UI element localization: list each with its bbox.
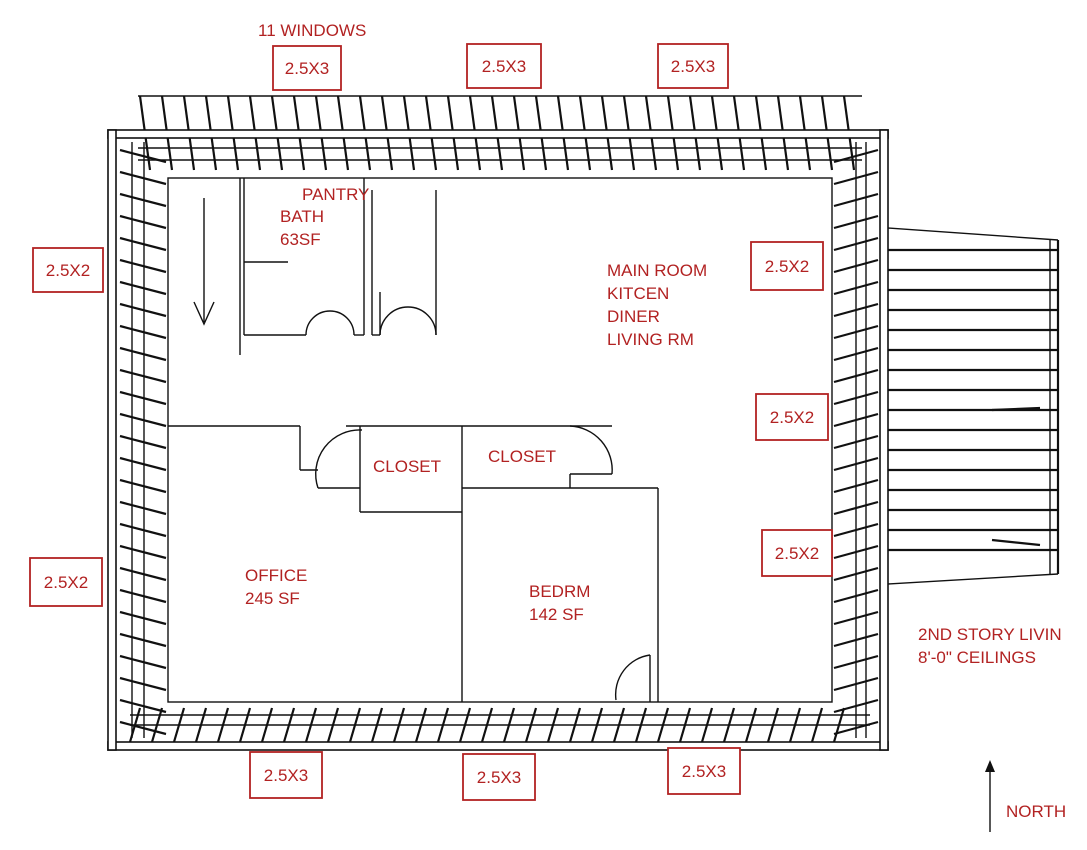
svg-text:2.5X3: 2.5X3 xyxy=(671,57,715,76)
svg-text:2.5X2: 2.5X2 xyxy=(775,544,819,563)
window-top-1: 2.5X3 xyxy=(272,45,342,91)
room-office-label: OFFICE xyxy=(245,566,307,585)
room-closet-right-label: CLOSET xyxy=(488,447,556,466)
north-arrow-icon xyxy=(985,760,995,832)
rafter-left xyxy=(119,588,167,604)
story-note-line-2: 8'-0" CEILINGS xyxy=(918,648,1036,667)
exterior-walls xyxy=(107,129,889,751)
room-closet-left-label: CLOSET xyxy=(373,457,441,476)
rafter-left xyxy=(119,478,167,494)
rafter-left xyxy=(119,720,167,736)
rafter-left xyxy=(119,390,167,406)
rafter-left xyxy=(119,148,167,164)
rafter-left xyxy=(119,566,167,582)
rafter-left xyxy=(119,258,167,274)
svg-text:2.5X2: 2.5X2 xyxy=(765,257,809,276)
rafter-left xyxy=(119,368,167,384)
room-bath-area: 63SF xyxy=(280,230,321,249)
window-bottom-3: 2.5X3 xyxy=(667,747,741,795)
window-left-1: 2.5X2 xyxy=(32,247,104,293)
window-top-3: 2.5X3 xyxy=(657,43,729,89)
rafter-left xyxy=(119,412,167,428)
room-main-label: MAIN ROOM xyxy=(607,261,707,280)
rafter-left xyxy=(119,324,167,340)
story-note-line-1: 2ND STORY LIVIN xyxy=(918,625,1062,644)
rafter-left xyxy=(119,214,167,230)
window-bottom-1: 2.5X3 xyxy=(249,751,323,799)
svg-text:2.5X3: 2.5X3 xyxy=(482,57,526,76)
svg-text:2.5X2: 2.5X2 xyxy=(770,408,814,427)
rafter-left xyxy=(119,654,167,670)
rafter-left xyxy=(119,236,167,252)
svg-text:2.5X3: 2.5X3 xyxy=(682,762,726,781)
svg-text:2.5X3: 2.5X3 xyxy=(477,768,521,787)
rafter-left xyxy=(119,522,167,538)
room-bath-label: BATH xyxy=(280,207,324,226)
room-pantry-label: PANTRY xyxy=(302,185,369,204)
room-bedroom-area: 142 SF xyxy=(529,605,584,624)
rafter-left xyxy=(119,192,167,208)
window-right-2: 2.5X2 xyxy=(755,393,829,441)
room-office-area: 245 SF xyxy=(245,589,300,608)
rafter-left xyxy=(119,632,167,648)
rafter-left xyxy=(119,500,167,516)
rafter-left xyxy=(119,676,167,692)
rafter-left xyxy=(119,698,167,714)
porch-brace xyxy=(991,538,1041,547)
svg-text:2.5X2: 2.5X2 xyxy=(44,573,88,592)
room-bedroom-label: BEDRM xyxy=(529,582,590,601)
stair-arrow-icon xyxy=(193,198,215,326)
rafter-left xyxy=(119,346,167,362)
interior-walls xyxy=(168,178,659,702)
rafter-left xyxy=(119,544,167,560)
rafter-left xyxy=(119,280,167,296)
rafter-left xyxy=(119,434,167,450)
window-right-1: 2.5X2 xyxy=(750,241,824,291)
roof-framing xyxy=(119,95,1058,743)
porch-extension xyxy=(887,227,1060,585)
window-right-3: 2.5X2 xyxy=(761,529,833,577)
window-bottom-2: 2.5X3 xyxy=(462,753,536,801)
svg-text:2.5X2: 2.5X2 xyxy=(46,261,90,280)
windows-title: 11 WINDOWS xyxy=(258,21,366,40)
room-main-kitchen: KITCEN xyxy=(607,284,669,303)
window-top-2: 2.5X3 xyxy=(466,43,542,89)
rafter-left xyxy=(119,170,167,186)
porch-brace xyxy=(991,406,1041,412)
room-main-living: LIVING RM xyxy=(607,330,694,349)
svg-text:2.5X3: 2.5X3 xyxy=(264,766,308,785)
rafter-left xyxy=(119,302,167,318)
window-left-2: 2.5X2 xyxy=(29,557,103,607)
rafter-left xyxy=(119,610,167,626)
svg-text:2.5X3: 2.5X3 xyxy=(285,59,329,78)
room-main-diner: DINER xyxy=(607,307,660,326)
north-label: NORTH xyxy=(1006,802,1066,821)
rafter-left xyxy=(119,456,167,472)
